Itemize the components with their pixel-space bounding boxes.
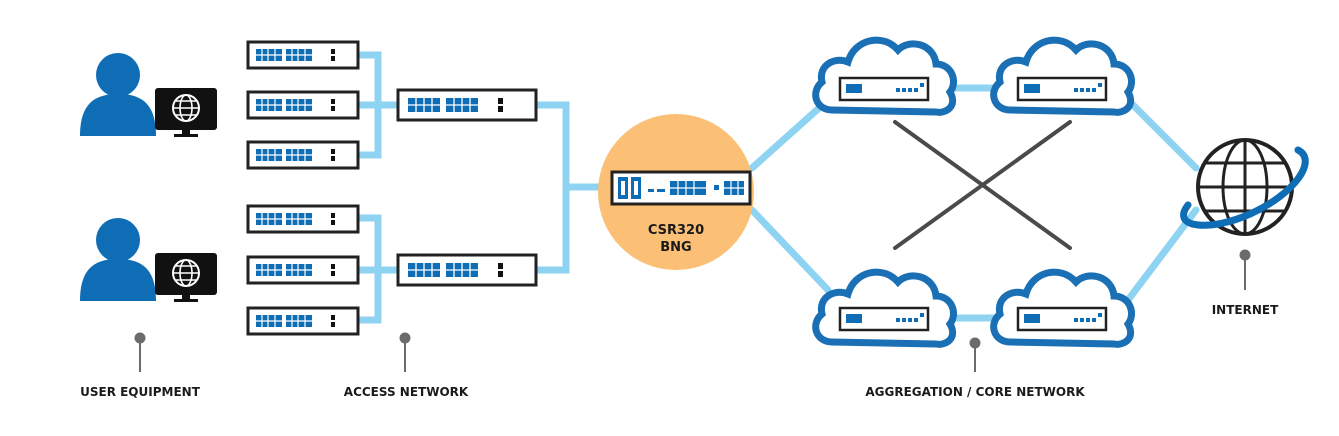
internet-label: INTERNET	[1212, 303, 1279, 317]
core-links	[748, 84, 1200, 322]
switch-icon	[246, 40, 360, 70]
bng-node: CSR320 BNG	[598, 114, 754, 270]
user-icon	[80, 53, 156, 136]
switch-icon	[246, 306, 360, 336]
cloud-icon	[994, 40, 1132, 112]
switch-icon	[246, 90, 360, 120]
cross-links	[893, 120, 1072, 250]
bng-model-label: CSR320	[648, 223, 704, 238]
globe-icon	[1180, 138, 1309, 236]
cloud-icon	[994, 272, 1132, 344]
globe-monitor-icon	[155, 253, 217, 302]
user-icon	[80, 218, 156, 301]
switch-icon	[246, 140, 360, 170]
switch-icon	[246, 255, 360, 285]
access-network-label: ACCESS NETWORK	[344, 385, 469, 399]
cloud-icon	[816, 272, 954, 344]
label-leaders	[134, 249, 1251, 372]
switch-icon	[396, 253, 538, 287]
access-links	[354, 51, 616, 324]
switch-icon	[396, 88, 538, 122]
aggregation-core-network-label: AGGREGATION / CORE NETWORK	[865, 385, 1085, 399]
user-equipment-label: USER EQUIPMENT	[80, 385, 201, 399]
switch-icon	[246, 204, 360, 234]
globe-monitor-icon	[155, 88, 217, 137]
cloud-icon	[816, 40, 954, 112]
bng-role-label: BNG	[660, 240, 691, 255]
